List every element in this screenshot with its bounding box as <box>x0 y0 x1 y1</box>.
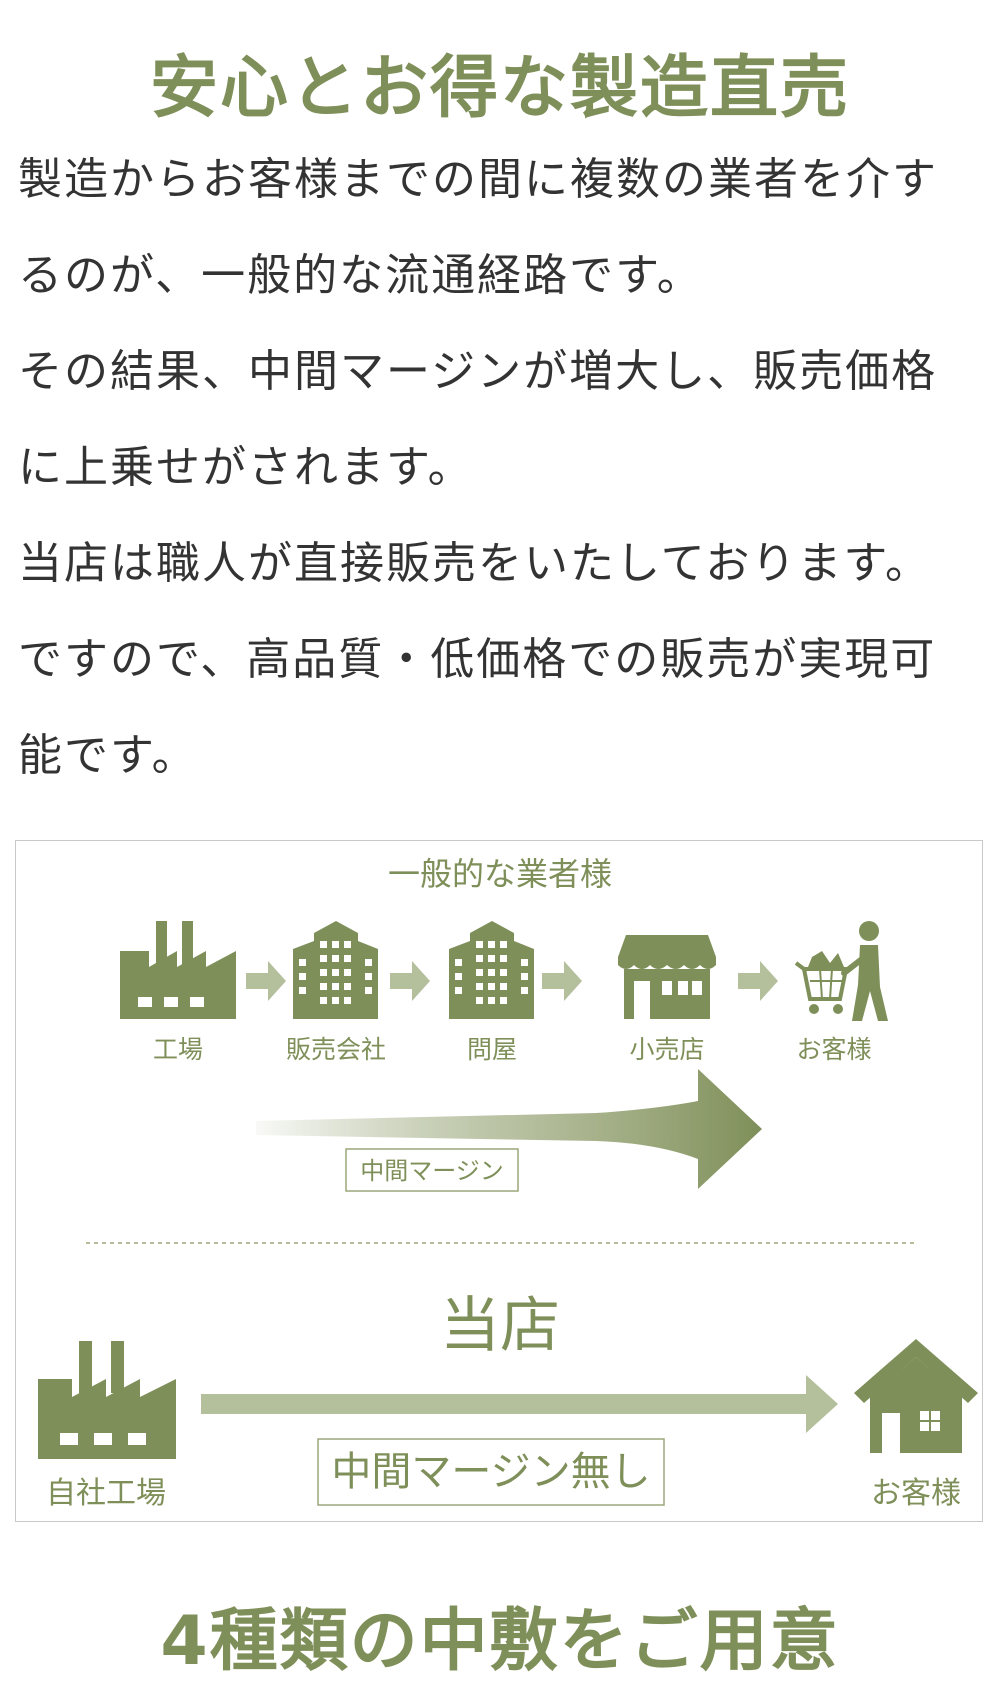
step-label: 販売会社 <box>286 1035 386 1064</box>
customer-label: お客様 <box>871 1476 961 1511</box>
distribution-diagram: 一般的な業者様 <box>15 840 983 1522</box>
margin-label: 中間マージン <box>360 1157 504 1185</box>
intro-line: るのが、一般的な流通経路です。 <box>18 250 703 301</box>
flow-arrow-icon <box>246 961 286 1001</box>
intro-line: 能です。 <box>18 730 198 781</box>
office-building-icon <box>293 921 378 1019</box>
step-label: お客様 <box>796 1035 871 1064</box>
intro-line: ですので、高品質・低価格での販売が実現可 <box>18 634 937 685</box>
general-heading: 一般的な業者様 <box>388 855 612 893</box>
factory-icon <box>38 1341 176 1459</box>
store-icon <box>618 935 716 1019</box>
house-icon <box>854 1339 978 1453</box>
step-label: 小売店 <box>629 1035 704 1064</box>
shopping-cart-customer-icon <box>794 921 888 1021</box>
next-section-title: 4種類の中敷をご用意 <box>160 1602 840 1681</box>
factory-icon <box>120 921 236 1019</box>
flow-arrow-icon <box>542 961 582 1001</box>
own-factory-label: 自社工場 <box>46 1476 166 1511</box>
section-title: 安心とお得な製造直売 <box>149 49 850 128</box>
flow-arrow-icon <box>390 961 430 1001</box>
flow-arrow-icon <box>738 961 778 1001</box>
diagram-canvas: 一般的な業者様 <box>38 855 978 1511</box>
margin-growth-arrow <box>256 1069 762 1189</box>
intro-line: 当店は職人が直接販売をいたしております。 <box>18 538 931 589</box>
our-shop-heading: 当店 <box>440 1291 560 1361</box>
direct-flow-arrow <box>201 1375 838 1433</box>
intro-line: に上乗せがされます。 <box>18 442 474 493</box>
wholesale-building-icon <box>449 921 534 1019</box>
margin-label-box <box>345 1148 519 1192</box>
no-margin-label: 中間マージン無し <box>331 1449 650 1495</box>
intro-line: その結果、中間マージンが増大し、販売価格 <box>18 346 938 397</box>
intro-text: 製造からお客様までの間に複数の業者を介す るのが、一般的な流通経路です。 その結… <box>18 132 988 804</box>
step-label: 工場 <box>153 1035 203 1064</box>
no-margin-label-box <box>317 1438 665 1506</box>
step-label: 問屋 <box>467 1035 517 1064</box>
intro-line: 製造からお客様までの間に複数の業者を介す <box>18 154 938 205</box>
